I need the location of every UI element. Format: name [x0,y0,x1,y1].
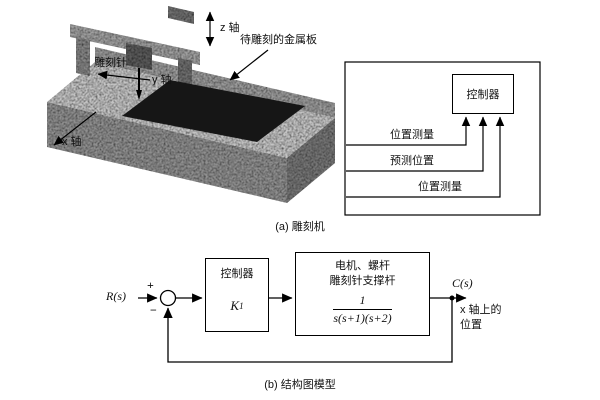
caption-a: (a) 雕刻机 [275,221,325,233]
signal-predicted-position: 预测位置 [390,155,434,167]
tf-denominator: s(s+1)(s+2) [333,310,392,325]
machine-body [47,6,335,203]
block-diagram-lines [138,289,467,363]
output-desc-line2: 位置 [460,319,482,331]
signal-position-measure-2: 位置测量 [418,181,462,193]
branch-node [449,295,455,301]
plus-sign: + [147,278,154,292]
x-axis-label: x 轴 [62,136,82,148]
y-axis-label: y 轴 [152,74,172,86]
metal-plate [122,80,305,142]
output-desc-line1: x 轴上的 [460,304,502,316]
output-signal-label: C(s) [452,276,473,290]
controller-box: 控制器 [452,74,514,114]
plant-title-line1: 电机、螺杆 [335,260,390,272]
wiring [344,61,541,216]
controller-block-title: 控制器 [220,268,254,280]
engraving-needle [136,90,142,100]
summing-junction [159,289,177,307]
z-axis-label: z 轴 [220,22,240,34]
controller-box-label: 控制器 [466,89,500,101]
plant-title-line2: 雕刻针支撑杆 [329,274,396,287]
input-signal-label: R(s) [106,289,126,303]
axis-arrows [53,11,269,146]
plant-block: 电机、螺杆 雕刻针支撑杆 1 s(s+1)(s+2) [295,252,430,336]
tf-numerator: 1 [333,293,392,310]
caption-b: (b) 结构图模型 [264,379,336,391]
needle-label: 雕刻针 [94,57,127,69]
signal-position-measure-1: 位置测量 [390,129,434,141]
transfer-function: 1 s(s+1)(s+2) [333,293,392,326]
minus-sign: − [150,303,157,317]
metal-plate-label: 待雕刻的金属板 [240,34,317,46]
